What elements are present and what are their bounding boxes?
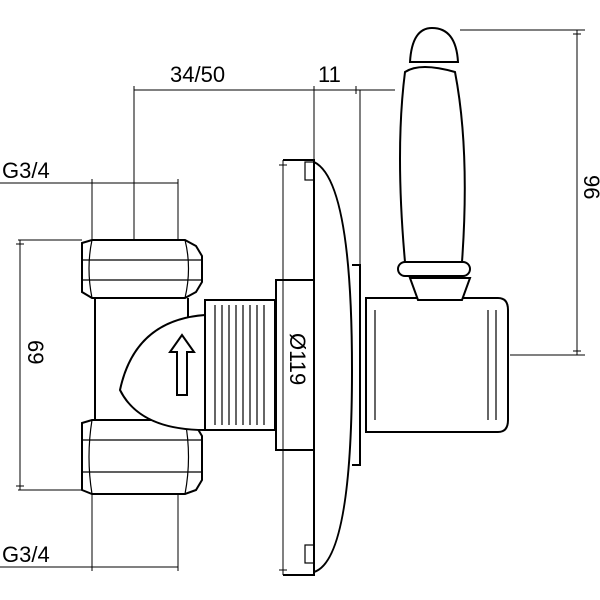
dimension-thread-top: G3/4 xyxy=(0,158,179,240)
dimension-body-height: 69 xyxy=(16,239,82,491)
dimension-depth-label: 34/50 xyxy=(170,62,225,87)
dimension-plate-diameter-label: Ø119 xyxy=(285,333,310,385)
dimension-plate-offset-label: 11 xyxy=(318,62,341,87)
dimension-handle-height: 96 xyxy=(460,29,600,356)
valve-body xyxy=(81,239,276,495)
dimension-thread-top-label: G3/4 xyxy=(2,158,50,183)
handle-assembly xyxy=(365,26,509,433)
dimension-handle-height-label: 96 xyxy=(579,175,600,199)
dimension-plate-offset: 11 xyxy=(314,62,395,265)
dimension-thread-bottom: G3/4 xyxy=(0,494,179,571)
dimension-body-height-label: 69 xyxy=(23,340,48,364)
wall-plate xyxy=(275,159,361,576)
dimension-plate-diameter: Ø119 xyxy=(279,160,310,575)
dimension-thread-bottom-label: G3/4 xyxy=(2,542,50,567)
dimension-depth: 34/50 xyxy=(133,62,315,240)
flow-direction-arrow-icon xyxy=(168,333,196,396)
